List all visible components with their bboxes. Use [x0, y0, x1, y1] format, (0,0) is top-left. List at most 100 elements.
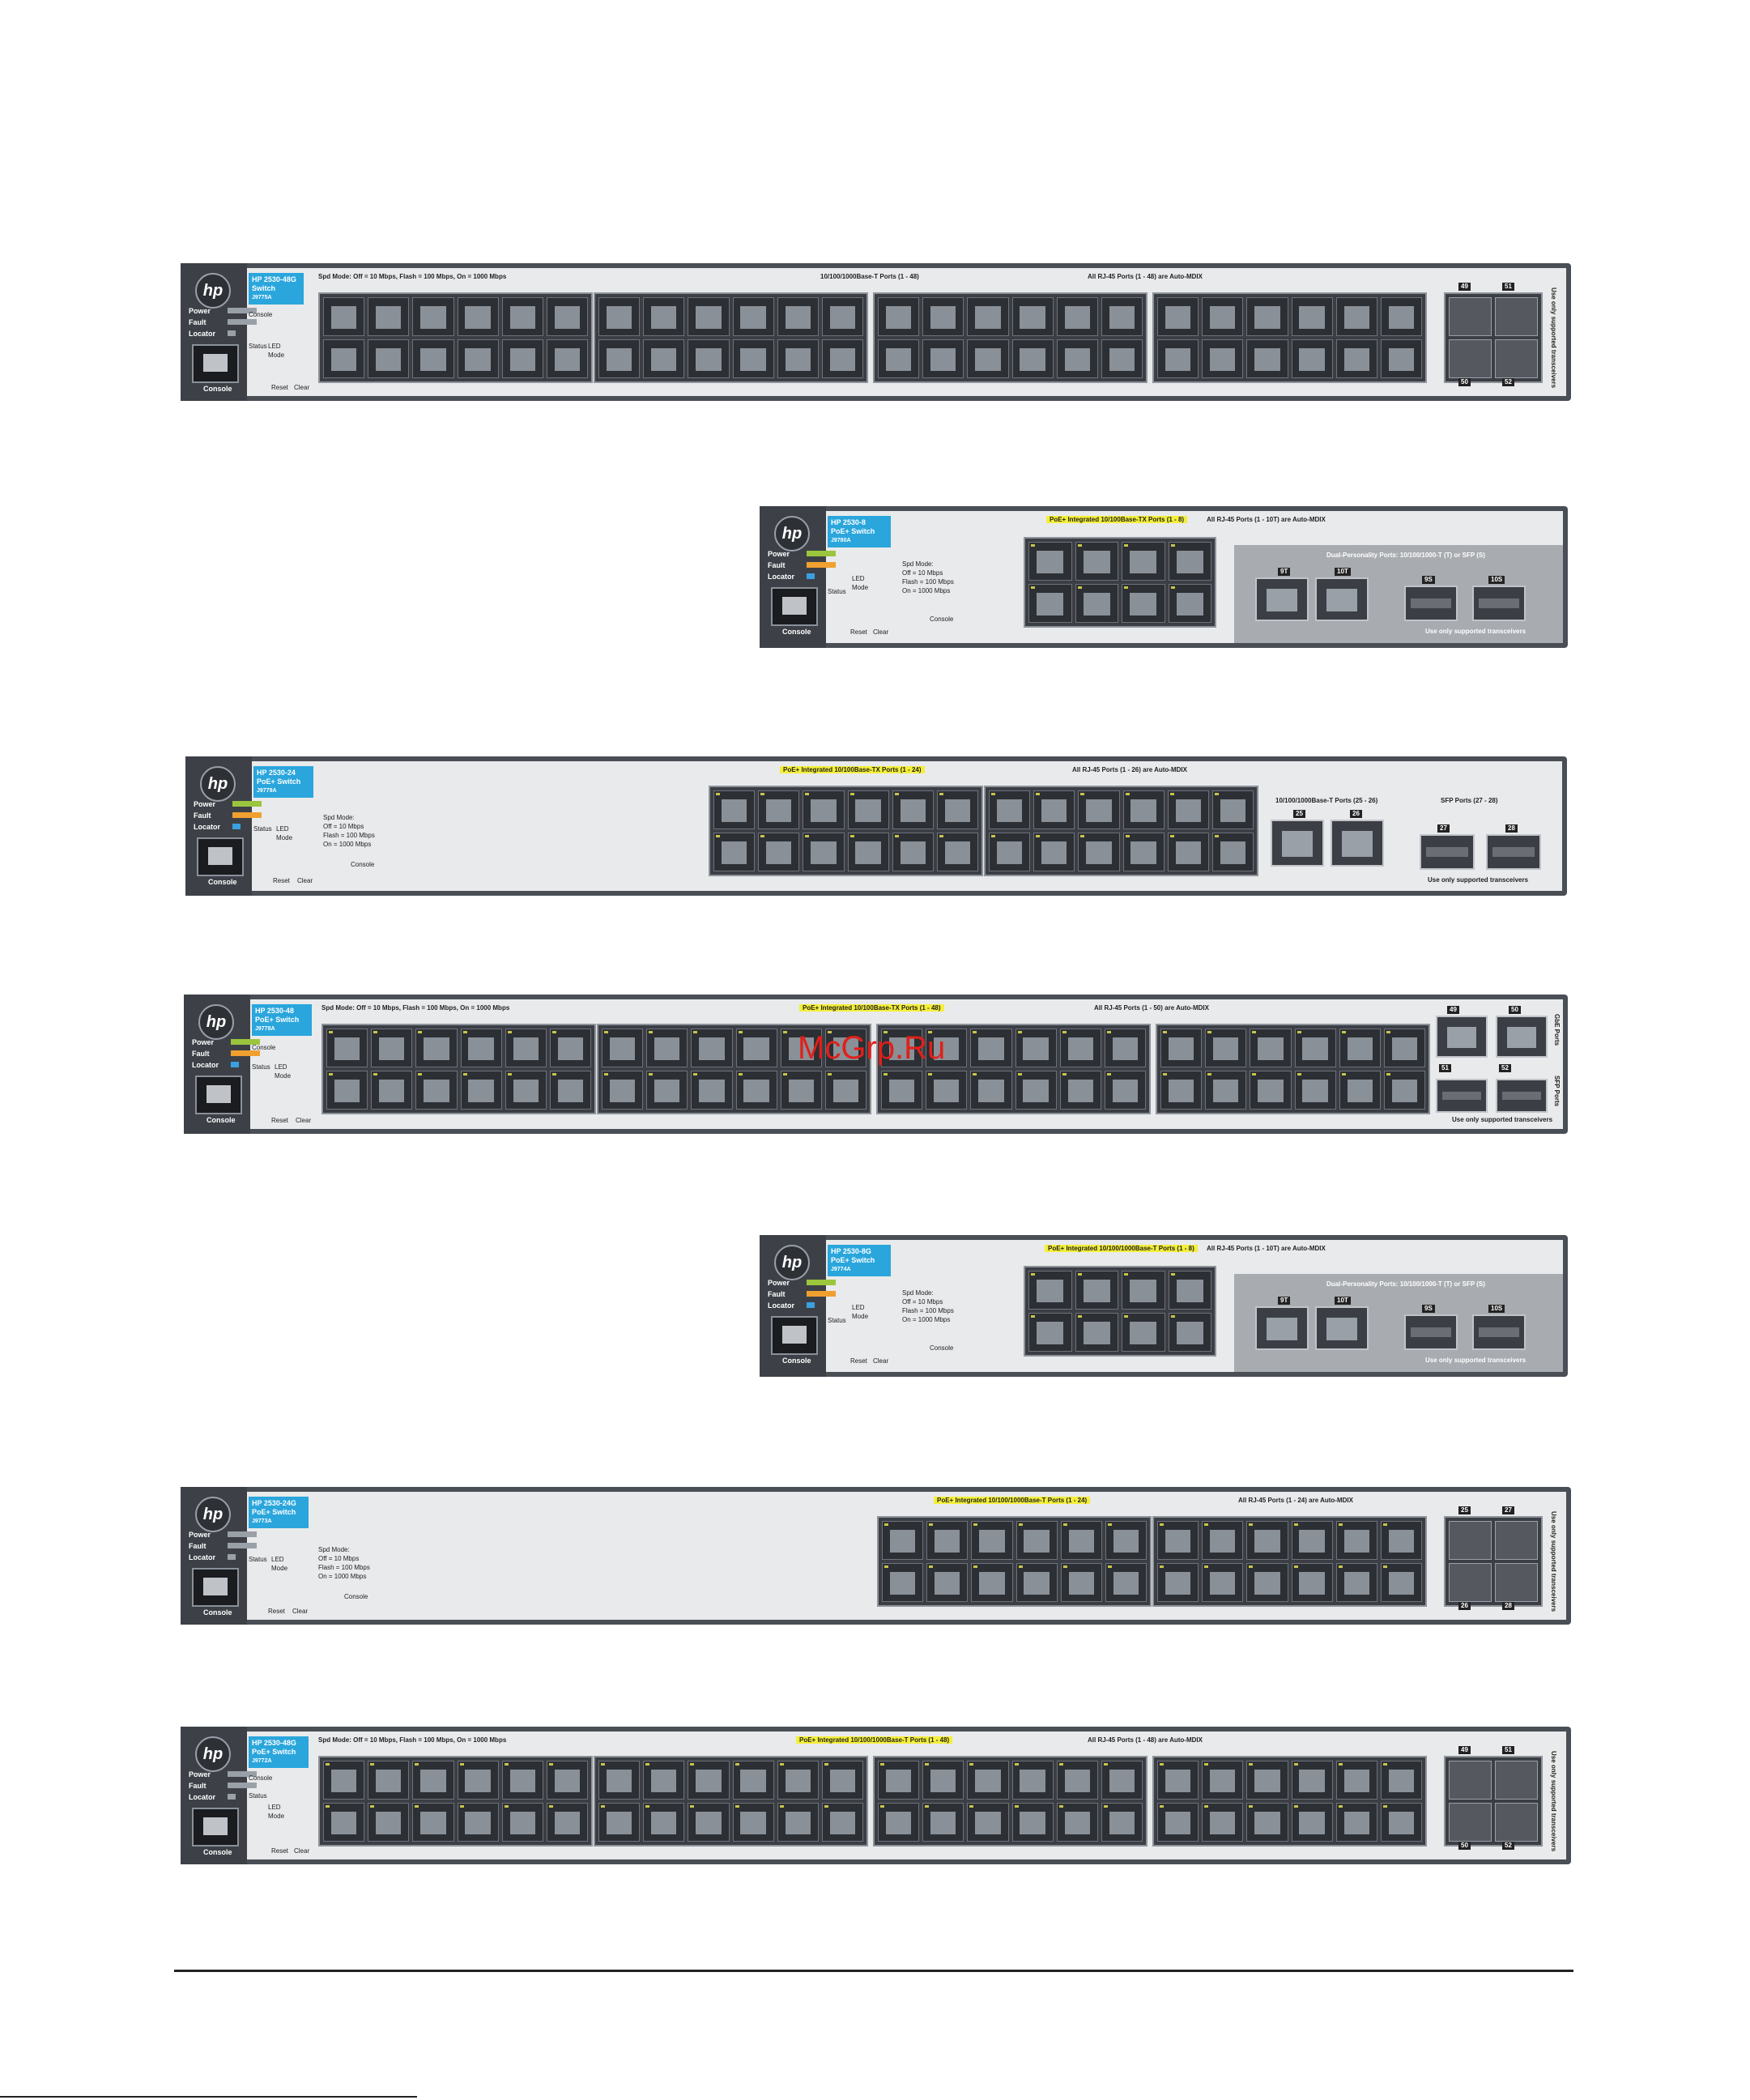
rj45-port[interactable]: [881, 1029, 923, 1067]
rj45-port[interactable]: [646, 1071, 688, 1110]
clear-label[interactable]: Clear: [296, 1117, 312, 1124]
rj45-port[interactable]: [368, 1803, 410, 1842]
gig-port-26[interactable]: [1331, 820, 1384, 867]
rj45-port[interactable]: [732, 1803, 774, 1842]
rj45-port[interactable]: [735, 1029, 777, 1067]
rj45-port[interactable]: [758, 833, 800, 871]
rj45-port[interactable]: [412, 1761, 454, 1800]
console-port[interactable]: [192, 344, 239, 383]
sfp-slot[interactable]: [1449, 339, 1492, 378]
rj45-port[interactable]: [323, 1803, 365, 1842]
rj45-port[interactable]: [1246, 297, 1288, 336]
rj45-port[interactable]: [1246, 1521, 1288, 1560]
rj45-port[interactable]: [1202, 339, 1244, 378]
rj45-port[interactable]: [1211, 833, 1254, 871]
rj45-port[interactable]: [412, 297, 454, 336]
rj45-port[interactable]: [777, 297, 819, 336]
reset-label[interactable]: Reset: [268, 1608, 285, 1615]
rj45-port[interactable]: [824, 1071, 866, 1110]
rj45-port[interactable]: [1122, 833, 1165, 871]
rj45-port[interactable]: [1380, 1521, 1422, 1560]
rj45-port[interactable]: [1205, 1029, 1247, 1067]
rj45-port[interactable]: [1335, 1761, 1377, 1800]
reset-label[interactable]: Reset: [273, 877, 290, 884]
rj45-port[interactable]: [1075, 1271, 1118, 1310]
rj45-port[interactable]: [1380, 339, 1422, 378]
sfp-slot[interactable]: [1495, 1521, 1538, 1560]
dual-sfp-10s[interactable]: [1472, 586, 1526, 621]
rj45-port[interactable]: [926, 1521, 969, 1560]
dual-port-9t[interactable]: [1255, 577, 1309, 621]
rj45-port[interactable]: [1380, 297, 1422, 336]
rj45-port[interactable]: [1122, 1271, 1165, 1310]
rj45-port[interactable]: [777, 1803, 819, 1842]
rj45-port[interactable]: [546, 1803, 588, 1842]
rj45-port[interactable]: [1075, 584, 1118, 623]
rj45-port[interactable]: [505, 1071, 547, 1110]
rj45-port[interactable]: [780, 1071, 822, 1110]
reset-label[interactable]: Reset: [850, 1357, 867, 1365]
rj45-port[interactable]: [643, 297, 685, 336]
rj45-port[interactable]: [970, 1071, 1012, 1110]
rj45-port[interactable]: [989, 833, 1031, 871]
rj45-port[interactable]: [967, 297, 1009, 336]
rj45-port[interactable]: [501, 1803, 543, 1842]
clear-label[interactable]: Clear: [294, 1847, 310, 1855]
rj45-port[interactable]: [598, 1803, 641, 1842]
rj45-port[interactable]: [460, 1029, 502, 1067]
sfp-slot[interactable]: [1449, 1521, 1492, 1560]
rj45-port[interactable]: [691, 1071, 733, 1110]
rj45-port[interactable]: [1291, 1563, 1333, 1602]
rj45-port[interactable]: [878, 297, 920, 336]
rj45-port[interactable]: [922, 297, 964, 336]
rj45-port[interactable]: [1056, 1761, 1098, 1800]
dual-port-10t[interactable]: [1315, 577, 1369, 621]
reset-label[interactable]: Reset: [850, 628, 867, 636]
rj45-port[interactable]: [1294, 1071, 1336, 1110]
rj45-port[interactable]: [936, 790, 978, 829]
rj45-port[interactable]: [1246, 339, 1288, 378]
gig-port-50[interactable]: [1496, 1016, 1548, 1058]
rj45-port[interactable]: [882, 1563, 924, 1602]
rj45-port[interactable]: [735, 1071, 777, 1110]
rj45-port[interactable]: [1075, 542, 1118, 581]
rj45-port[interactable]: [1078, 833, 1120, 871]
rj45-port[interactable]: [643, 339, 685, 378]
sfp-port-28[interactable]: [1486, 834, 1541, 870]
rj45-port[interactable]: [1105, 1521, 1147, 1560]
rj45-port[interactable]: [1060, 1521, 1102, 1560]
rj45-port[interactable]: [415, 1029, 458, 1067]
rj45-port[interactable]: [598, 1761, 641, 1800]
rj45-port[interactable]: [1157, 1761, 1199, 1800]
rj45-port[interactable]: [1246, 1803, 1288, 1842]
rj45-port[interactable]: [1011, 1761, 1054, 1800]
rj45-port[interactable]: [457, 1761, 499, 1800]
rj45-port[interactable]: [1059, 1029, 1101, 1067]
rj45-port[interactable]: [1380, 1803, 1422, 1842]
rj45-port[interactable]: [602, 1071, 644, 1110]
rj45-port[interactable]: [878, 1803, 920, 1842]
rj45-port[interactable]: [1105, 1563, 1147, 1602]
rj45-port[interactable]: [1060, 1563, 1102, 1602]
rj45-port[interactable]: [1078, 790, 1120, 829]
dual-port-10t[interactable]: [1315, 1306, 1369, 1350]
rj45-port[interactable]: [878, 339, 920, 378]
rj45-port[interactable]: [821, 1803, 863, 1842]
rj45-port[interactable]: [691, 1029, 733, 1067]
clear-label[interactable]: Clear: [292, 1608, 309, 1615]
sfp-slot[interactable]: [1495, 1761, 1538, 1800]
gig-port-25[interactable]: [1271, 820, 1324, 867]
rj45-port[interactable]: [1291, 339, 1333, 378]
rj45-port[interactable]: [1122, 1313, 1165, 1352]
sfp-slot[interactable]: [1495, 1803, 1538, 1842]
rj45-port[interactable]: [323, 1761, 365, 1800]
rj45-port[interactable]: [368, 339, 410, 378]
rj45-port[interactable]: [732, 339, 774, 378]
rj45-port[interactable]: [1291, 297, 1333, 336]
gig-port-49[interactable]: [1436, 1016, 1488, 1058]
rj45-port[interactable]: [1335, 339, 1377, 378]
rj45-port[interactable]: [1157, 1803, 1199, 1842]
rj45-port[interactable]: [824, 1029, 866, 1067]
rj45-port[interactable]: [688, 1761, 730, 1800]
rj45-port[interactable]: [1202, 297, 1244, 336]
